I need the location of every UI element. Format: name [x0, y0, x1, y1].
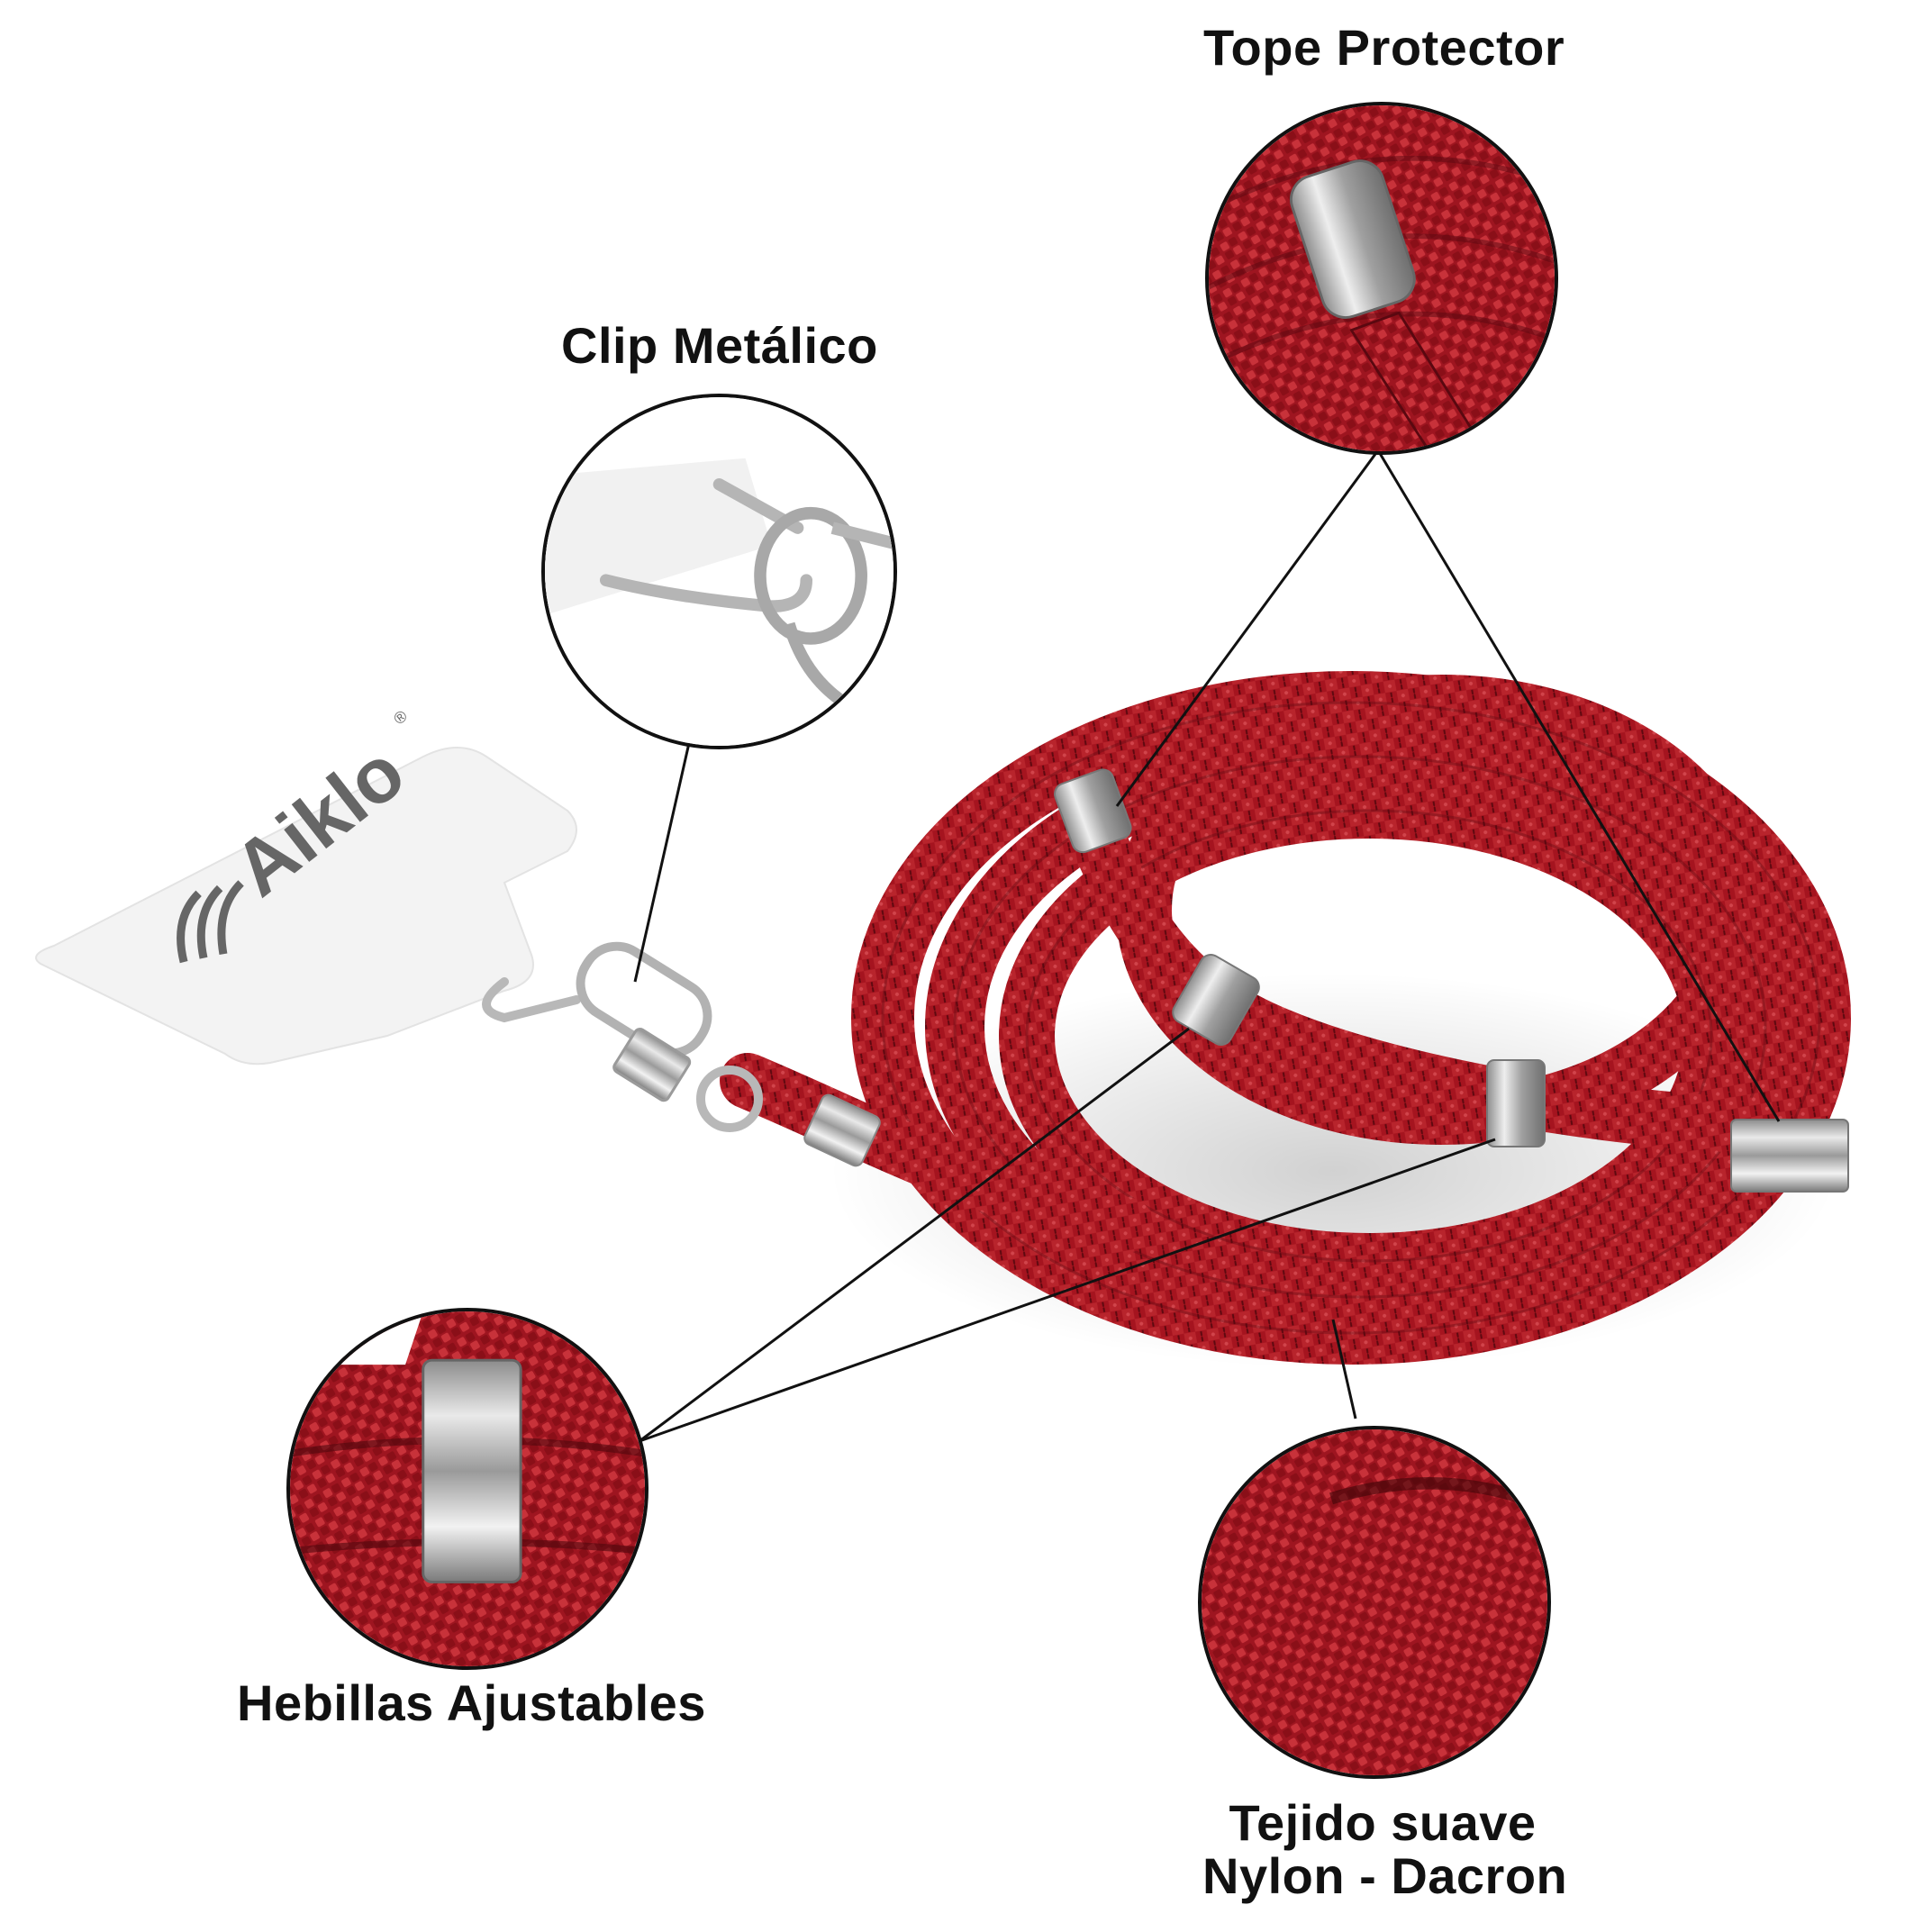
rope-loop-2 [925, 727, 1795, 1327]
leader-line-buckle-1 [639, 1027, 1190, 1443]
inset-tejido-suave [1198, 1426, 1551, 1779]
metal-clip [482, 941, 763, 1132]
buckle-middle [1172, 954, 1260, 1046]
wave-lines-icon [177, 880, 244, 964]
leader-line-buckle-2 [639, 1138, 1496, 1443]
metal-clip-icon [545, 397, 893, 746]
buckle-right [1486, 1059, 1546, 1147]
label-hebillas-ajustables: Hebillas Ajustables [237, 1674, 706, 1731]
adjustable-buckle-icon [290, 1311, 645, 1666]
inset-tope-protector [1205, 102, 1558, 455]
end-cap-icon [1209, 105, 1555, 451]
end-cap-right [1730, 1119, 1849, 1193]
registered-mark: ® [390, 707, 411, 729]
inset-clip-metalico [541, 394, 897, 749]
leader-line-cap-left [1115, 449, 1380, 807]
rope-coil [720, 671, 1851, 1369]
leader-line-fabric [1331, 1319, 1357, 1420]
label-tope-protector: Tope Protector [1203, 19, 1565, 76]
label-tejido-suave-line1: Tejido suave [1229, 1794, 1537, 1851]
rope-ferrule [803, 1093, 881, 1167]
leader-line-clip [633, 742, 691, 983]
label-tejido-suave: Tejido suave Nylon - Dacron [1202, 1794, 1568, 1904]
leader-lines [633, 449, 1781, 1443]
label-tejido-suave-line2: Nylon - Dacron [1202, 1846, 1568, 1904]
leader-line-cap-right [1376, 449, 1781, 1122]
inset-hebillas-ajustables [286, 1308, 649, 1670]
woven-fabric-icon [1202, 1429, 1547, 1775]
label-clip-metalico: Clip Metálico [561, 317, 878, 374]
